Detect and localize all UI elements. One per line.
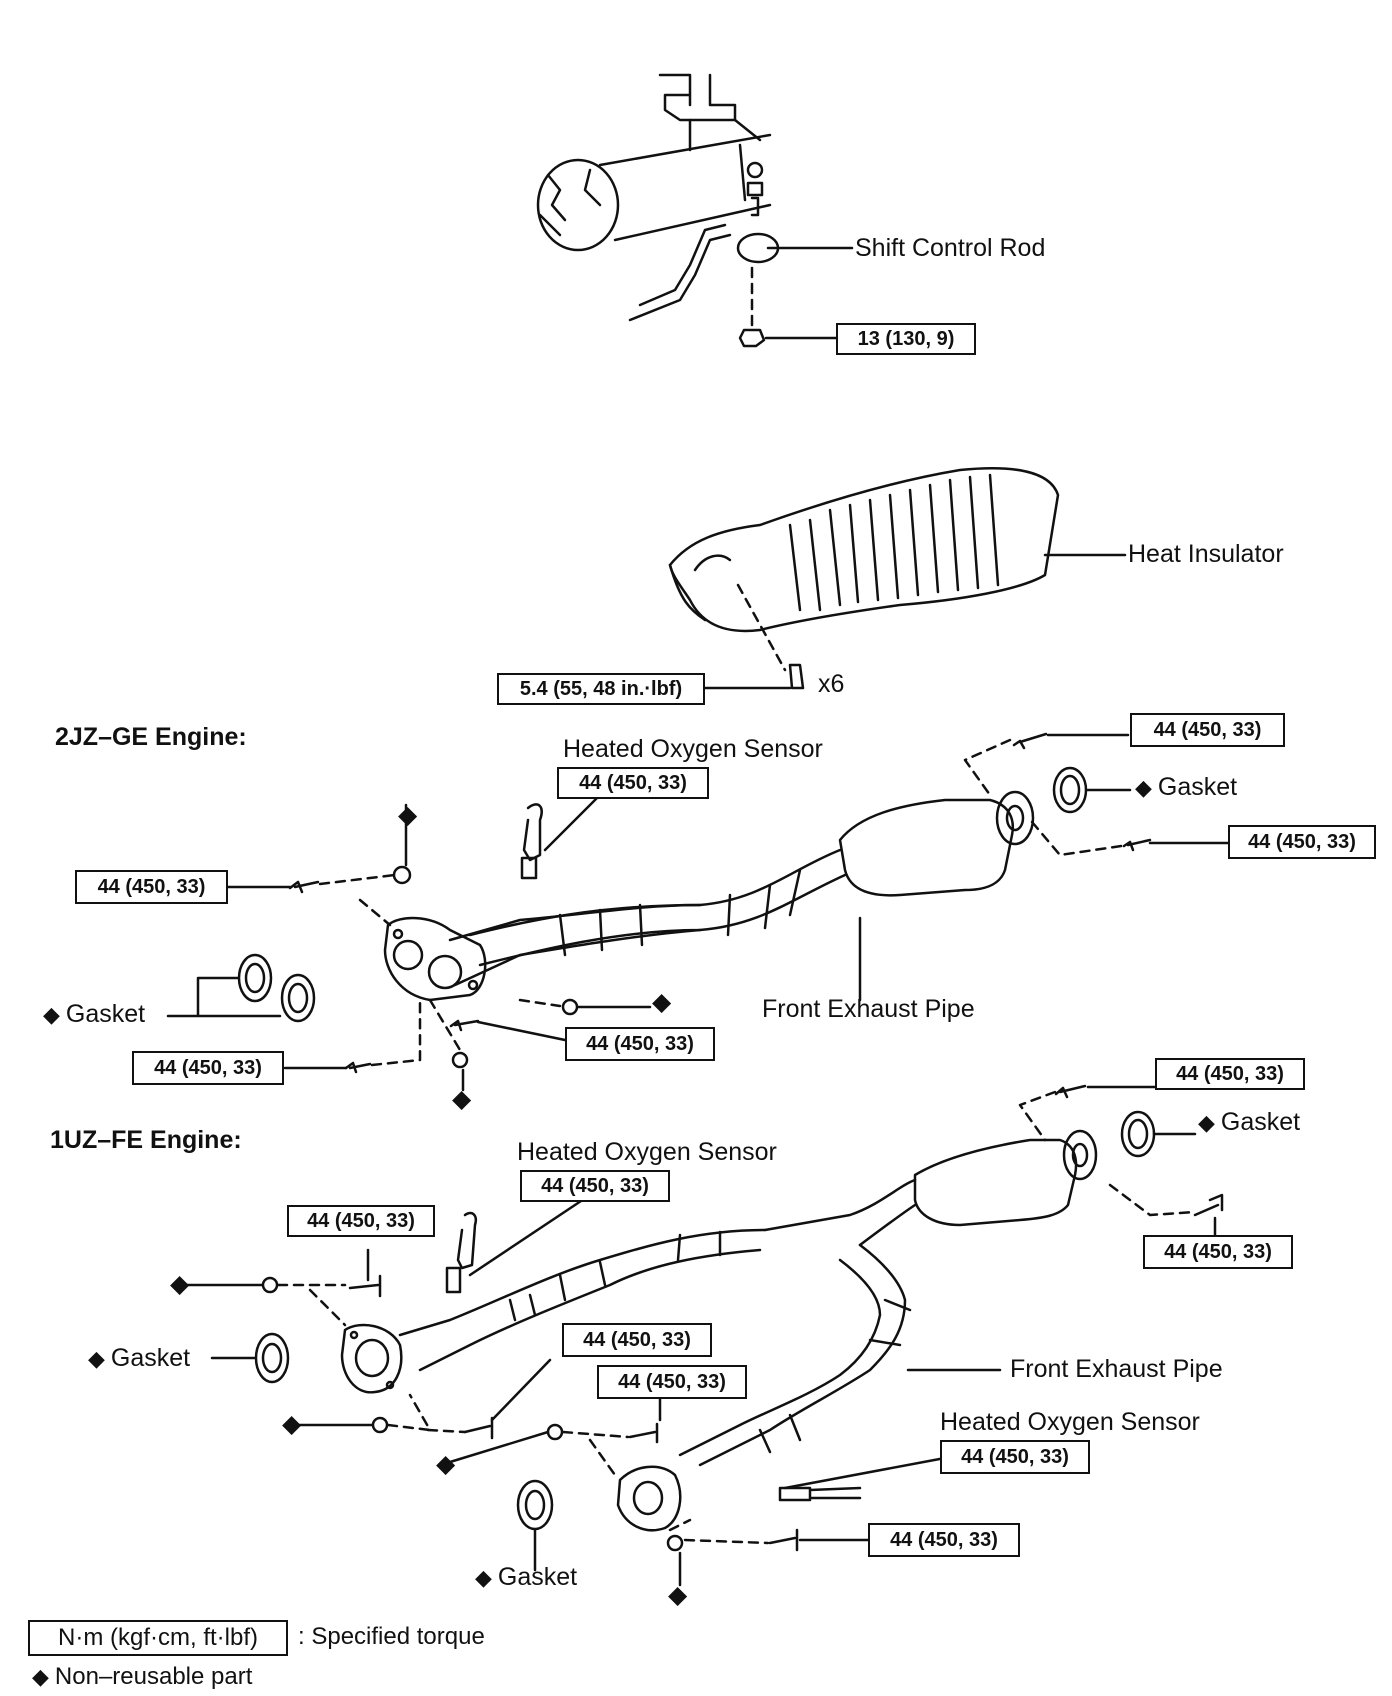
- shift-control-rod-label: Shift Control Rod: [855, 234, 1046, 262]
- engine-2jz-sensor-torque: 44 (450, 33): [557, 767, 709, 799]
- engine-1uz-sensor-label-2: Heated Oxygen Sensor: [940, 1408, 1200, 1436]
- heat-insulator-drawing: [668, 467, 1127, 690]
- engine-1uz-front-pipe-label: Front Exhaust Pipe: [1010, 1355, 1223, 1383]
- engine-2jz-sensor-label: Heated Oxygen Sensor: [563, 735, 823, 763]
- non-reusable-marker: ◆: [1135, 775, 1152, 800]
- shift-torque-box: 13 (130, 9): [836, 323, 976, 355]
- non-reusable-marker: ◆: [32, 1664, 49, 1689]
- engine-1uz-gasket-left: ◆Gasket: [88, 1344, 191, 1372]
- engine-2jz-nut-diamond: ◆: [398, 801, 418, 829]
- engine-1uz-torque-top-right: 44 (450, 33): [1155, 1058, 1305, 1090]
- legend-non-reusable: ◆Non–reusable part: [32, 1663, 253, 1690]
- engine-1uz-gasket-right: ◆Gasket: [1198, 1108, 1301, 1136]
- engine-2jz-torque-right: 44 (450, 33): [1228, 825, 1376, 859]
- heat-insulator-torque-box: 5.4 (55, 48 in.·lbf): [497, 673, 705, 705]
- shift-assembly-drawing: [536, 73, 854, 348]
- non-reusable-marker: ◆: [88, 1346, 105, 1371]
- engine-1uz-sensor-torque-2: 44 (450, 33): [940, 1440, 1090, 1474]
- engine-2jz-bottom-nut-diamond: ◆: [452, 1085, 472, 1113]
- non-reusable-marker: ◆: [43, 1002, 60, 1027]
- heat-insulator-qty: x6: [818, 670, 845, 698]
- engine-1uz-torque-bottom: 44 (450, 33): [868, 1523, 1020, 1557]
- exhaust-1uz-drawing: [178, 1084, 1224, 1587]
- engine-2jz-title: 2JZ–GE Engine:: [55, 723, 247, 751]
- engine-1uz-torque-left-top: 44 (450, 33): [287, 1205, 435, 1237]
- engine-2jz-torque-left: 44 (450, 33): [75, 870, 228, 904]
- engine-1uz-nut-diamond-4: ◆: [668, 1581, 688, 1609]
- non-reusable-marker: ◆: [475, 1565, 492, 1590]
- engine-2jz-torque-bottom-left: 44 (450, 33): [132, 1051, 284, 1085]
- legend-torque-desc: : Specified torque: [298, 1623, 485, 1650]
- heat-insulator-label: Heat Insulator: [1128, 540, 1284, 568]
- engine-1uz-sensor-label-1: Heated Oxygen Sensor: [517, 1138, 777, 1166]
- engine-2jz-gasket-left: ◆Gasket: [43, 1000, 146, 1028]
- engine-1uz-sensor-torque-1: 44 (450, 33): [520, 1170, 670, 1202]
- engine-1uz-gasket-bottom: ◆Gasket: [475, 1563, 578, 1591]
- engine-1uz-nut-diamond-2: ◆: [282, 1410, 302, 1438]
- legend-torque-unit-box: N·m (kgf·cm, ft·lbf): [28, 1620, 288, 1656]
- engine-1uz-torque-mid-1: 44 (450, 33): [562, 1323, 712, 1357]
- engine-1uz-nut-diamond-1: ◆: [170, 1270, 190, 1298]
- engine-2jz-torque-center: 44 (450, 33): [565, 1027, 715, 1061]
- engine-2jz-front-pipe-label: Front Exhaust Pipe: [762, 995, 975, 1023]
- engine-1uz-torque-mid-2: 44 (450, 33): [597, 1365, 747, 1399]
- engine-2jz-torque-top-right: 44 (450, 33): [1130, 713, 1285, 747]
- engine-2jz-gasket-right: ◆Gasket: [1135, 773, 1238, 801]
- exhaust-2jz-drawing: [166, 732, 1232, 1092]
- non-reusable-marker: ◆: [1198, 1110, 1215, 1135]
- engine-1uz-nut-diamond-3: ◆: [436, 1450, 456, 1478]
- engine-1uz-torque-right: 44 (450, 33): [1143, 1235, 1293, 1269]
- engine-1uz-title: 1UZ–FE Engine:: [50, 1126, 242, 1154]
- engine-2jz-center-nut-diamond: ◆: [652, 988, 672, 1016]
